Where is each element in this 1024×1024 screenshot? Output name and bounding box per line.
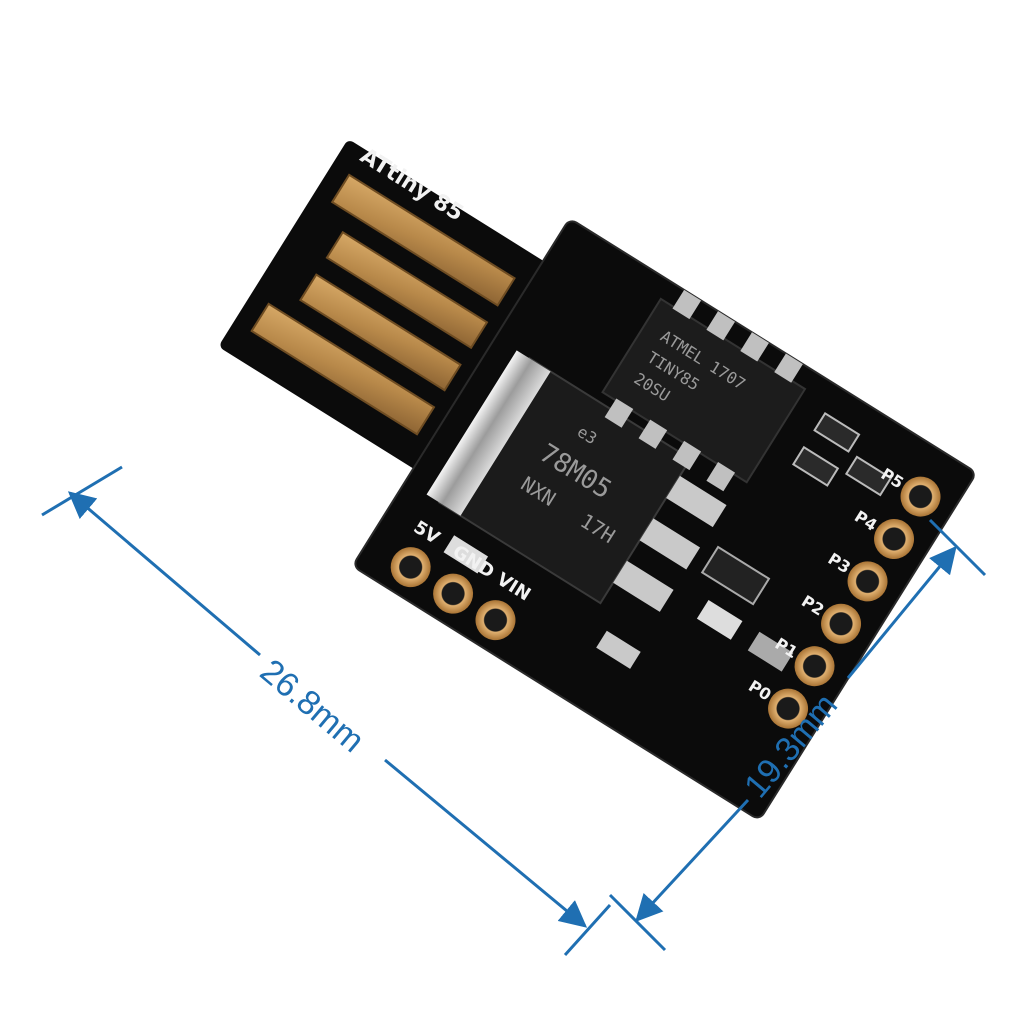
length-label: 26.8mm: [253, 652, 372, 760]
usb-contacts: [250, 173, 516, 436]
mcu-chip: ATMEL 1707 TINY85 20SU: [601, 289, 807, 492]
pcb-board: ATtiny 85 78M05 NXN 17H e3 ATMEL 1707 TI…: [220, 141, 975, 819]
smd-components: [443, 411, 893, 672]
regulator-heat-tab: [426, 350, 551, 516]
io-header: P5 P4 P3 P2 P1 P0: [745, 464, 941, 729]
voltage-regulator: 78M05 NXN 17H e3: [426, 350, 727, 612]
